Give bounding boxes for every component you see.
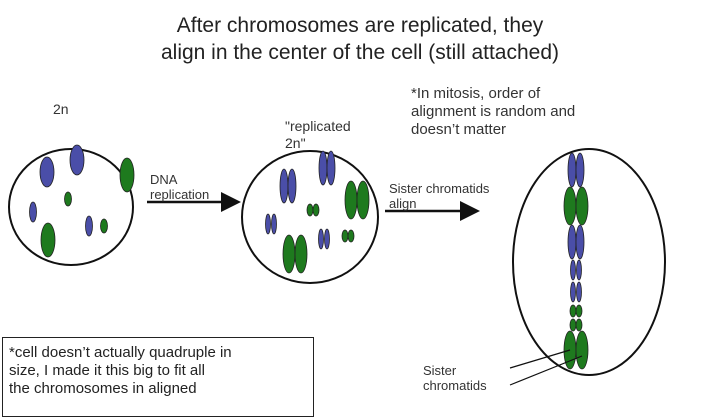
slide-title: After chromosomes are replicated, they a… — [0, 12, 720, 66]
chromosome — [119, 157, 135, 193]
chromosome — [29, 201, 37, 223]
label-2n: 2n — [53, 101, 69, 117]
chromatid — [575, 152, 585, 188]
label-sister-align-line-2: align — [389, 196, 417, 211]
chromatid — [282, 234, 296, 274]
cell-aligned — [512, 148, 666, 376]
chromatid — [347, 229, 355, 243]
cell-2n-membrane — [8, 148, 134, 266]
title-line-2: align in the center of the cell (still a… — [160, 41, 560, 64]
label-mitosis-note: *In mitosis, order of alignment is rando… — [411, 85, 575, 139]
chromatid — [356, 180, 370, 220]
cell-replicated-membrane — [241, 150, 379, 284]
chromatid — [575, 304, 583, 318]
cell-replicated-2n — [241, 150, 379, 284]
chromatid — [306, 203, 314, 217]
chromatid — [567, 224, 577, 260]
chromatid — [575, 224, 585, 260]
chromatid — [344, 180, 358, 220]
chromosome — [39, 156, 55, 188]
chromatid — [575, 186, 589, 226]
label-sister-align-line-1: Sister chromatids — [389, 181, 490, 196]
label-sister-line-1: Sister — [423, 363, 457, 378]
label-sister-chromatids-align: Sister chromatids align — [389, 181, 489, 211]
chromatid — [324, 228, 330, 250]
cell-aligned-membrane — [512, 148, 666, 376]
cell-division-diagram — [8, 144, 666, 386]
chromatid — [563, 186, 577, 226]
note-line-3: the chromosomes in aligned — [9, 380, 197, 397]
label-sister-chromatids: Sister chromatids — [423, 363, 487, 393]
label-replicated-line-1: "replicated — [285, 118, 351, 134]
chromosome — [85, 215, 93, 237]
chromatid — [569, 304, 577, 318]
chromatid — [294, 234, 308, 274]
chromatid — [576, 259, 582, 281]
sister-chromatid-pointer-1 — [509, 349, 571, 369]
chromosome — [40, 222, 56, 258]
chromatid — [341, 229, 349, 243]
chromatid — [326, 150, 336, 186]
sister-chromatid-pointer-2 — [509, 355, 583, 386]
chromosome — [100, 218, 108, 234]
chromatid — [576, 281, 582, 303]
chromatid — [318, 150, 328, 186]
chromatid — [287, 168, 297, 204]
label-mitosis-line-1: *In mitosis, order of — [411, 85, 541, 102]
chromatid — [271, 213, 277, 235]
chromatid — [265, 213, 271, 235]
label-dna-line-1: DNA — [150, 172, 178, 187]
label-replicated: "replicated 2n" — [285, 118, 351, 152]
label-dna-line-2: replication — [150, 187, 210, 202]
note-line-1: *cell doesn’t actually quadruple in — [9, 344, 232, 361]
label-dna-replication: DNA replication — [150, 172, 209, 202]
title-line-1: After chromosomes are replicated, they — [176, 14, 544, 37]
chromosome — [64, 191, 72, 207]
label-mitosis-line-2: alignment is random and — [411, 103, 576, 120]
label-replicated-line-2: 2n" — [285, 135, 306, 151]
note-line-2: size, I made it this big to fit all — [9, 362, 205, 379]
chromatid — [567, 152, 577, 188]
chromatid — [279, 168, 289, 204]
chromatid — [312, 203, 320, 217]
chromatid — [569, 318, 577, 332]
cell-2n — [8, 144, 135, 266]
chromatid — [575, 330, 589, 370]
chromosome — [69, 144, 85, 176]
chromatid — [575, 318, 583, 332]
footnote-box: *cell doesn’t actually quadruple in size… — [2, 337, 314, 417]
chromatid — [318, 228, 324, 250]
chromatid — [570, 259, 576, 281]
label-mitosis-line-3: doesn’t matter — [411, 121, 507, 138]
label-sister-line-2: chromatids — [423, 378, 487, 393]
chromatid — [570, 281, 576, 303]
